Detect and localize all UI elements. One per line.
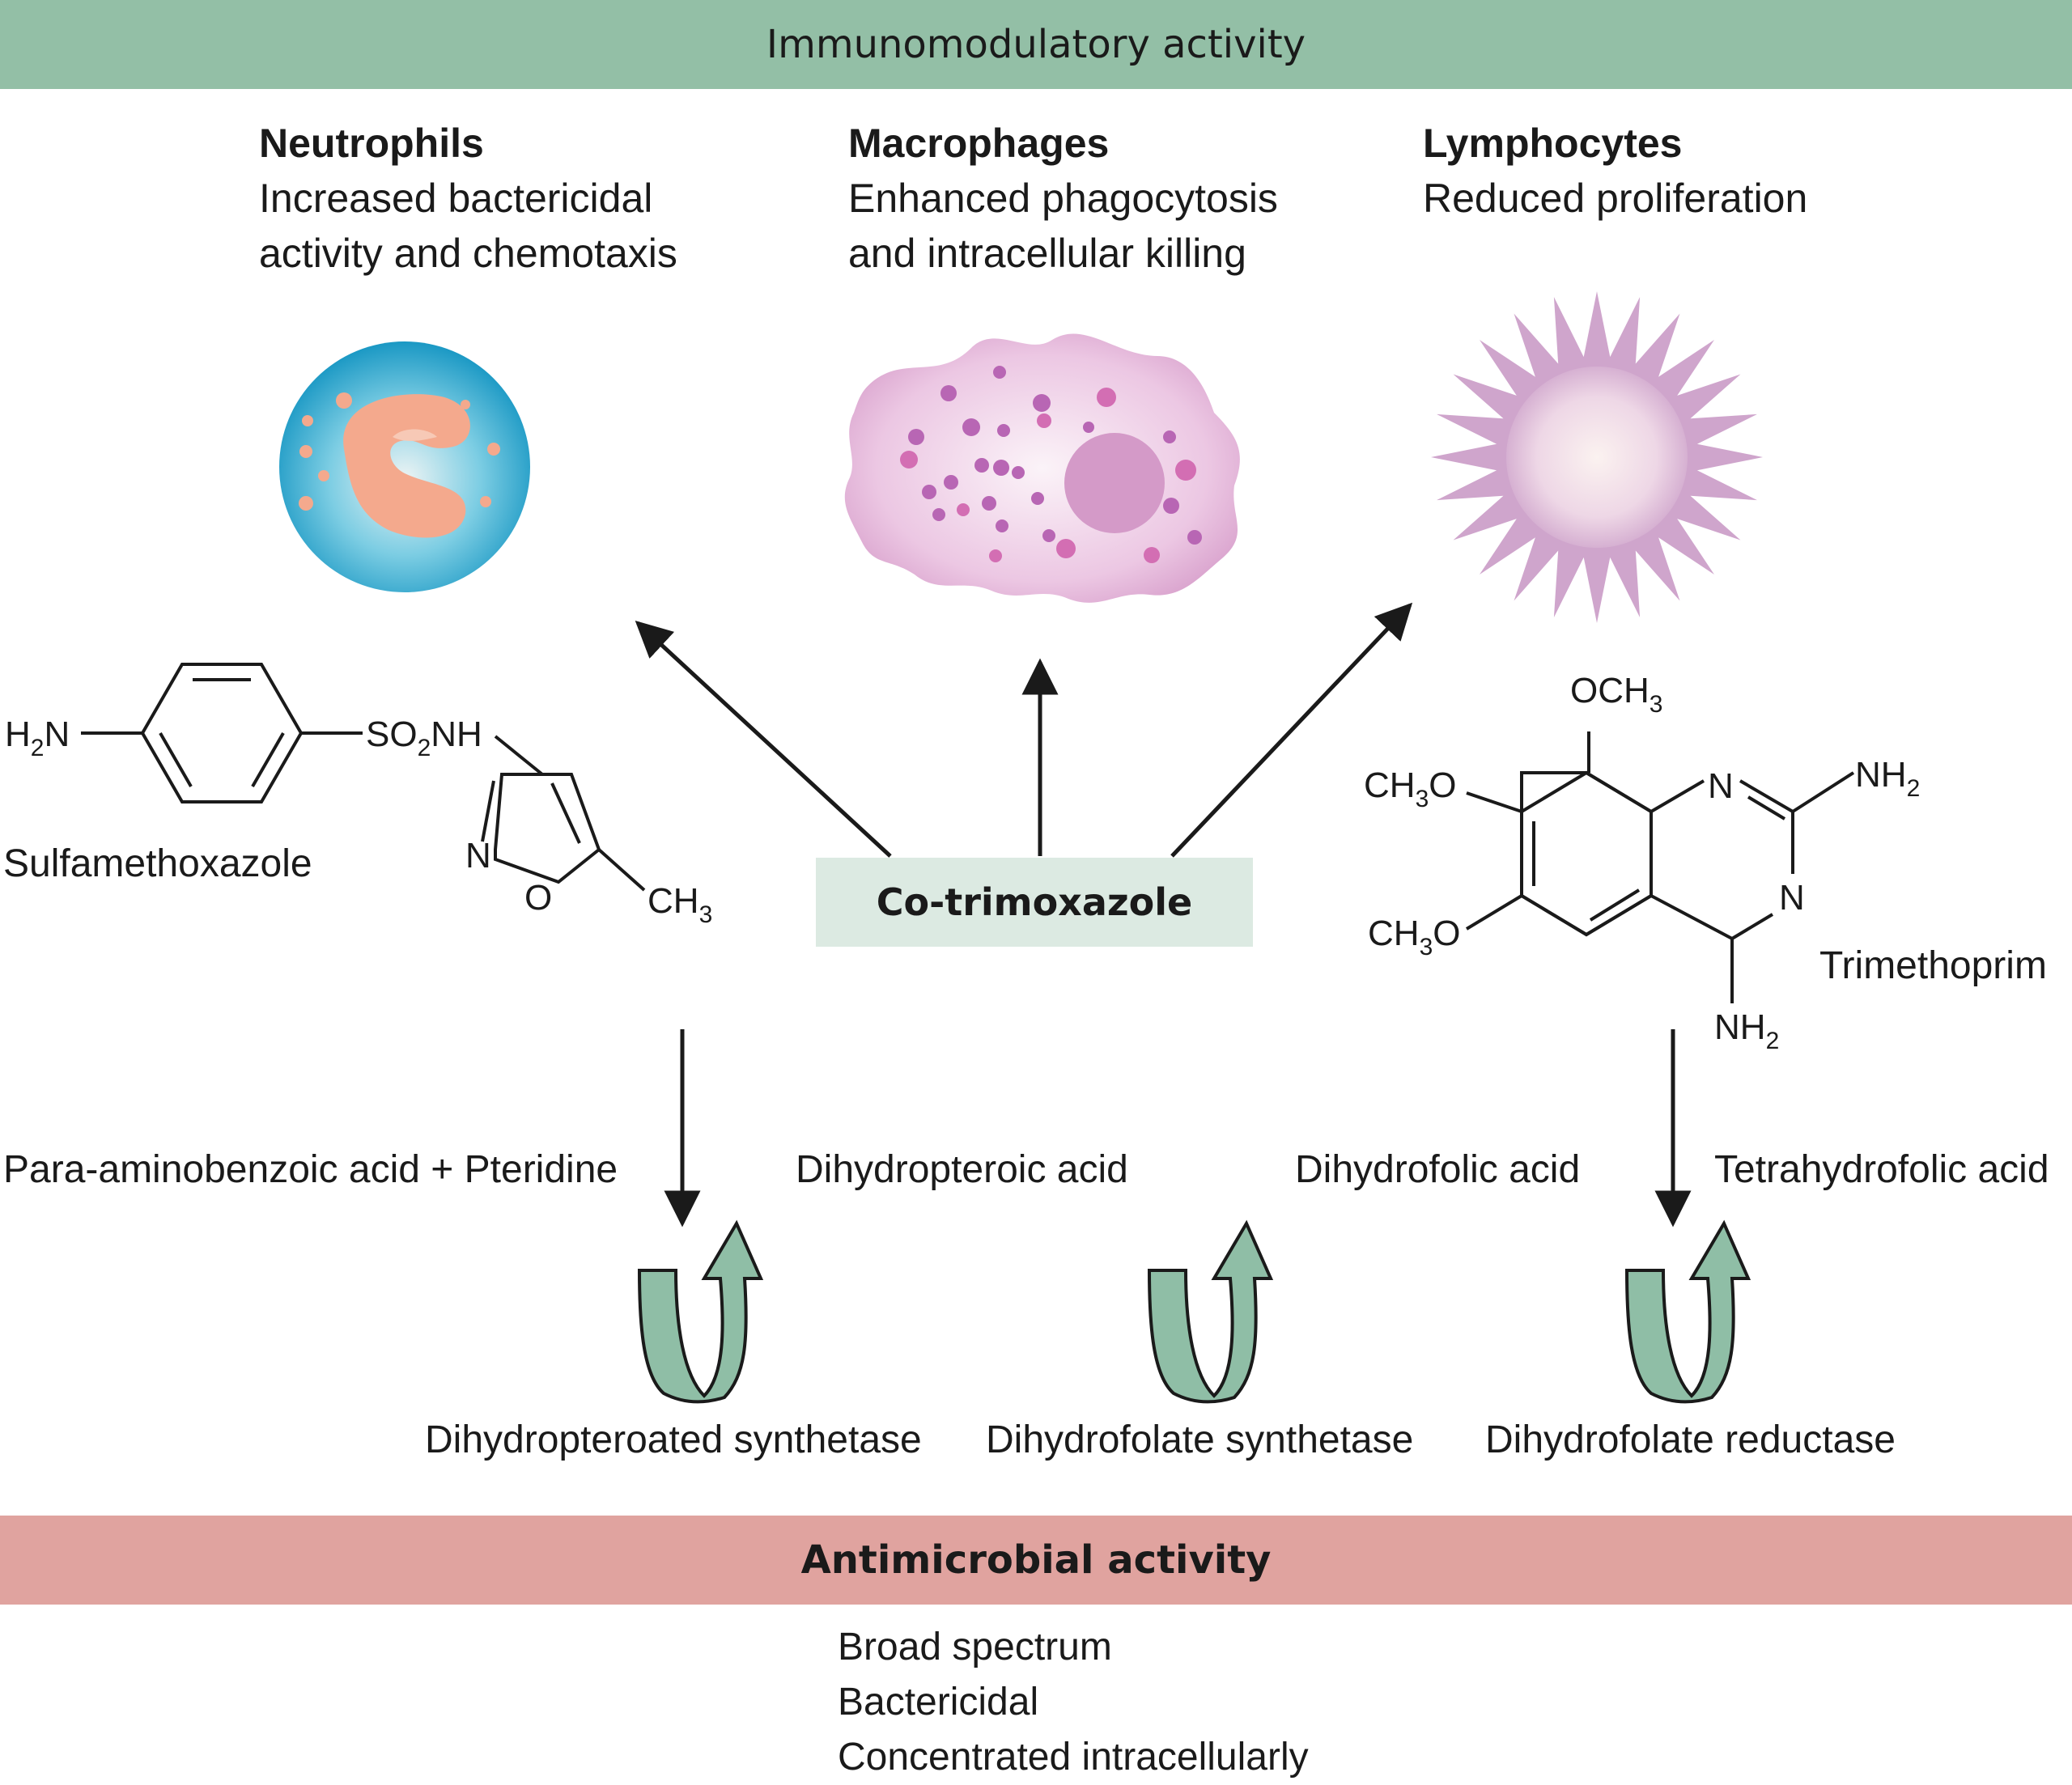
macrophages-line-2: and intracellular killing [848, 231, 1246, 276]
enzyme-arrow-2 [1147, 1219, 1274, 1404]
neutrophils-text: Neutrophils Increased bactericidal activ… [259, 116, 677, 281]
svg-text:N: N [465, 836, 491, 876]
co-trimoxazole-box: Co-trimoxazole [816, 858, 1253, 947]
svg-text:H2N: H2N [5, 714, 70, 761]
svg-text:O: O [524, 878, 552, 918]
macrophages-line-1: Enhanced phagocytosis [848, 176, 1278, 221]
enzyme-label-2: Dihydrofolate synthetase [986, 1418, 1414, 1461]
svg-text:N: N [1779, 878, 1805, 918]
svg-text:OCH3: OCH3 [1570, 671, 1662, 718]
immunomodulatory-band: Immunomodulatory activity [0, 0, 2072, 89]
sulfamethoxazole-structure [81, 663, 646, 892]
property-2: Bactericidal [838, 1681, 1039, 1724]
lymphocyte-cell-icon [1431, 291, 1763, 623]
neutrophils-line-2: activity and chemotaxis [259, 231, 677, 276]
co-trimoxazole-label: Co-trimoxazole [876, 880, 1193, 924]
trimethoprim-labels: OCH3 CH3O CH3O N N NH2 NH2 [1364, 671, 1920, 1054]
pathway-step-1: Para-aminobenzoic acid + Pteridine [3, 1148, 618, 1191]
neutrophils-line-1: Increased bactericidal [259, 176, 653, 221]
trimethoprim-name: Trimethoprim [1819, 944, 2047, 987]
svg-text:CH3O: CH3O [1368, 914, 1460, 960]
antimicrobial-label: Antimicrobial activity [800, 1537, 1272, 1583]
svg-text:CH3: CH3 [648, 881, 712, 928]
arrow-to-lymphocytes [1170, 602, 1413, 858]
antimicrobial-properties: Broad spectrum Bactericidal Concentrated… [838, 1620, 1309, 1785]
enzyme-label-1: Dihydropteroated synthetase [425, 1418, 922, 1461]
svg-text:N: N [1708, 766, 1734, 806]
lymphocytes-text: Lymphocytes Reduced proliferation [1423, 116, 1807, 226]
pathway-step-3: Dihydrofolic acid [1295, 1148, 1581, 1191]
enzyme-arrow-1 [637, 1219, 764, 1404]
enzyme-label-3: Dihydrofolate reductase [1485, 1418, 1896, 1461]
neutrophils-title: Neutrophils [259, 121, 484, 166]
sulfamethoxazole-name: Sulfamethoxazole [3, 842, 312, 885]
svg-text:NH2: NH2 [1855, 755, 1920, 802]
antimicrobial-band: Antimicrobial activity [0, 1516, 2072, 1605]
macrophages-title: Macrophages [848, 121, 1110, 166]
neutrophil-cell-icon [279, 341, 530, 592]
lymphocytes-line-1: Reduced proliferation [1423, 176, 1808, 221]
enzyme-arrow-3 [1624, 1219, 1751, 1404]
property-3: Concentrated intracellularly [838, 1736, 1309, 1779]
lymphocytes-title: Lymphocytes [1423, 121, 1683, 166]
arrow-to-neutrophils [635, 620, 892, 858]
sulfamethoxazole-labels: H2N SO2NH N O CH3 [5, 714, 712, 928]
immunomodulatory-label: Immunomodulatory activity [766, 22, 1306, 67]
trimethoprim-structure [1465, 731, 1855, 1003]
svg-text:NH2: NH2 [1714, 1007, 1779, 1054]
pathway-step-2: Dihydropteroic acid [796, 1148, 1128, 1191]
property-1: Broad spectrum [838, 1626, 1112, 1668]
macrophages-text: Macrophages Enhanced phagocytosis and in… [848, 116, 1278, 281]
macrophage-cell-icon [844, 333, 1240, 603]
svg-text:SO2NH: SO2NH [366, 714, 482, 761]
svg-text:CH3O: CH3O [1364, 765, 1456, 812]
pathway-step-4: Tetrahydrofolic acid [1714, 1148, 2049, 1191]
